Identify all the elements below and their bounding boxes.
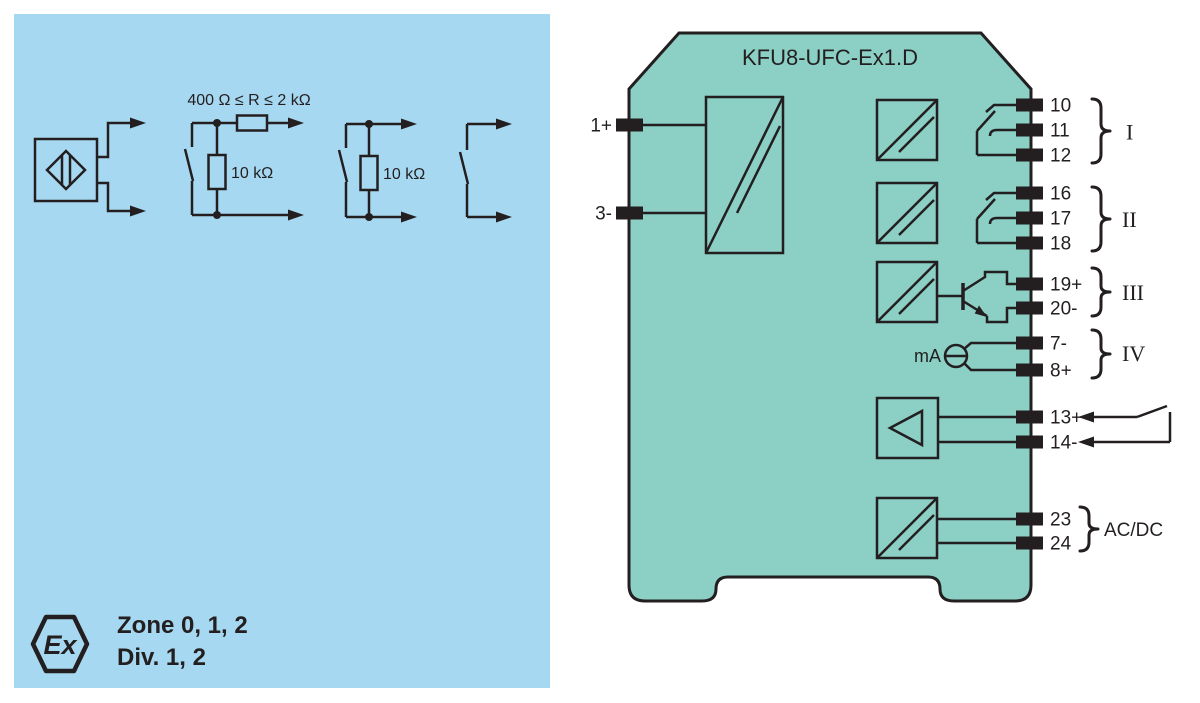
switch-parallel-resistor-circuit: 10 kΩ bbox=[337, 118, 425, 223]
group-braces bbox=[1078, 97, 1112, 553]
brace-power bbox=[1078, 505, 1100, 553]
terminal-8-label: 8+ bbox=[1050, 361, 1072, 382]
hazardous-area-background bbox=[14, 14, 550, 688]
zone-label: Zone 0, 1, 2 bbox=[117, 612, 248, 639]
terminal-3-label: 3- bbox=[595, 204, 612, 225]
switch-blade bbox=[183, 148, 195, 182]
transistor-output-symbol bbox=[937, 270, 1016, 324]
amplifier-triangle-icon bbox=[887, 408, 924, 448]
terminal-11-block bbox=[1016, 123, 1043, 137]
arrow-right-icon bbox=[401, 118, 417, 130]
relay-contact-2 bbox=[975, 191, 1016, 245]
arrow-right-icon bbox=[401, 211, 417, 223]
group-1-numeral: I bbox=[1126, 120, 1133, 145]
terminal-23-label: 23 bbox=[1050, 510, 1071, 531]
group-4-numeral: IV bbox=[1122, 341, 1145, 366]
hazardous-area-panel: 400 Ω ≤ R ≤ 2 kΩ 10 kΩ 10 kΩ bbox=[14, 14, 550, 688]
brace-group-2 bbox=[1090, 185, 1112, 253]
terminal-19-block bbox=[1016, 277, 1043, 291]
brace-group-3 bbox=[1090, 266, 1112, 318]
terminal-13-label: 13+ bbox=[1050, 408, 1082, 429]
group-3-numeral: III bbox=[1122, 280, 1144, 305]
external-control-switch bbox=[1078, 404, 1172, 448]
terminal-1-block bbox=[616, 118, 643, 132]
terminal-19-label: 19+ bbox=[1050, 275, 1082, 296]
terminal-7-label: 7- bbox=[1050, 334, 1067, 355]
terminal-20-label: 20- bbox=[1050, 299, 1077, 320]
ex-mark: Ex bbox=[43, 630, 77, 660]
main-isolation-block bbox=[704, 95, 785, 255]
terminal-8-block bbox=[1016, 363, 1043, 377]
relay-contact-1 bbox=[975, 103, 1016, 157]
terminal-17-label: 17 bbox=[1050, 209, 1071, 230]
power-label: AC/DC bbox=[1104, 520, 1163, 541]
arrow-left-icon bbox=[1078, 436, 1094, 448]
switch-series-resistor-circuit: 400 Ω ≤ R ≤ 2 kΩ 10 kΩ bbox=[183, 92, 311, 221]
terminal-20-block bbox=[1016, 301, 1043, 315]
isolator-symbol-2 bbox=[875, 181, 939, 245]
control-input-amplifier bbox=[875, 396, 1016, 460]
brace-group-4 bbox=[1090, 328, 1112, 380]
arrow-right-icon bbox=[288, 117, 304, 129]
emitter-arrow-icon bbox=[974, 305, 987, 317]
arrow-left-icon bbox=[1078, 411, 1094, 423]
switch-blade bbox=[337, 149, 349, 183]
terminal-1-label: 1+ bbox=[590, 116, 612, 137]
device-body bbox=[627, 31, 1033, 603]
relay-blade bbox=[976, 110, 996, 132]
power-supply-symbol bbox=[875, 496, 1016, 560]
group-2-numeral: II bbox=[1122, 207, 1137, 232]
terminal-13-block bbox=[1016, 410, 1043, 424]
terminal-12-label: 12 bbox=[1050, 146, 1071, 167]
terminal-labels: 10 11 12 16 17 18 19+ 20- 7- 8+ 13+ 14- … bbox=[1050, 96, 1082, 555]
terminal-7-block bbox=[1016, 336, 1043, 350]
terminal-14-block bbox=[1016, 435, 1043, 449]
resistor-range-label: 400 Ω ≤ R ≤ 2 kΩ bbox=[187, 92, 310, 109]
relay-blade bbox=[976, 198, 996, 220]
brace-group-1 bbox=[1090, 97, 1112, 165]
arrow-right-icon bbox=[130, 205, 146, 217]
input-terminals: 1+ 3- bbox=[590, 116, 706, 225]
switch-blade bbox=[458, 151, 470, 185]
arrow-right-icon bbox=[130, 117, 146, 129]
terminal-12-block bbox=[1016, 148, 1043, 162]
arrow-right-icon bbox=[496, 118, 512, 130]
milliamp-label: mA bbox=[914, 346, 941, 366]
terminal-24-label: 24 bbox=[1050, 534, 1072, 555]
terminal-17-block bbox=[1016, 211, 1043, 225]
arrow-right-icon bbox=[288, 209, 304, 221]
terminal-11-label: 11 bbox=[1050, 121, 1070, 142]
terminal-3-block bbox=[616, 206, 643, 220]
group-numerals: I II III IV AC/DC bbox=[1104, 120, 1163, 542]
dry-contact-circuit bbox=[458, 118, 512, 223]
division-label: Div. 1, 2 bbox=[117, 644, 206, 671]
current-output-symbol: mA bbox=[914, 341, 1016, 372]
terminal-18-block bbox=[1016, 236, 1043, 250]
shunt-resistor-label: 10 kΩ bbox=[231, 165, 273, 182]
terminal-14-label: 14- bbox=[1050, 433, 1077, 454]
terminal-16-label: 16 bbox=[1050, 184, 1071, 205]
right-terminal-blocks bbox=[1016, 98, 1043, 550]
device-title: KFU8-UFC-Ex1.D bbox=[742, 45, 918, 70]
ex-hexagon-icon bbox=[30, 614, 90, 674]
terminal-10-label: 10 bbox=[1050, 96, 1071, 117]
terminal-24-block bbox=[1016, 536, 1043, 550]
terminal-23-block bbox=[1016, 512, 1043, 526]
namur-sensor-symbol bbox=[33, 117, 146, 217]
ex-logo: Ex bbox=[30, 614, 90, 674]
terminal-16-block bbox=[1016, 186, 1043, 200]
switch-blade bbox=[1136, 404, 1168, 419]
terminal-10-block bbox=[1016, 98, 1043, 112]
isolator-symbol-3 bbox=[875, 260, 939, 324]
shunt-resistor-label: 10 kΩ bbox=[383, 166, 425, 183]
arrow-right-icon bbox=[496, 211, 512, 223]
isolator-symbol-1 bbox=[875, 98, 939, 162]
terminal-18-label: 18 bbox=[1050, 234, 1071, 255]
device-block: KFU8-UFC-Ex1.D 1+ 3- bbox=[590, 31, 1043, 603]
